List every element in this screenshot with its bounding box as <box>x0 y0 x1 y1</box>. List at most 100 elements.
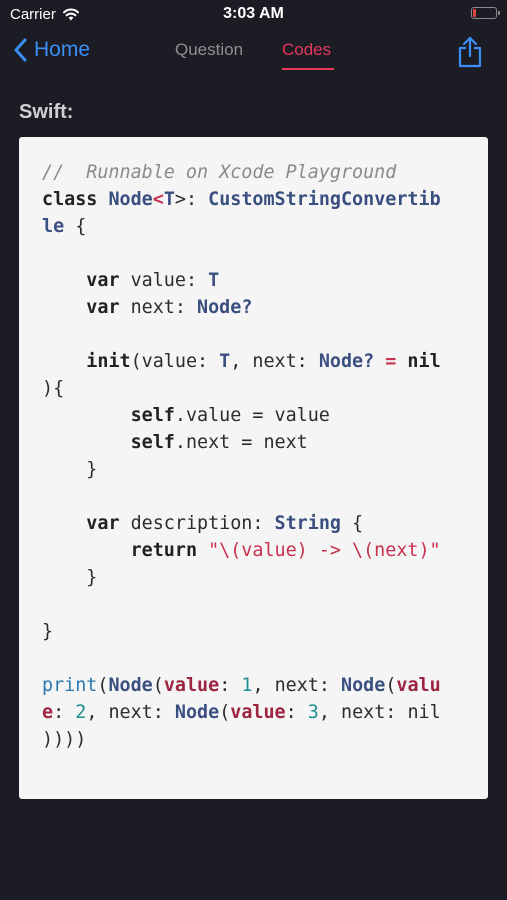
carrier-label: Carrier <box>10 6 56 23</box>
code-token: , next: <box>230 351 319 372</box>
code-line: self.value = value <box>42 405 330 426</box>
code-line: } <box>42 567 97 588</box>
code-token: value: <box>119 270 209 291</box>
code-token: next: <box>119 297 198 318</box>
code-token: ( <box>385 675 397 696</box>
code-token: ( <box>219 702 231 723</box>
code-token: 3 <box>307 702 319 723</box>
code-token <box>42 432 131 453</box>
code-token: class <box>42 189 98 210</box>
code-token: >: <box>174 189 209 210</box>
code-token: , next: nil <box>318 702 441 723</box>
code-token: 1 <box>241 675 253 696</box>
code-line: var value: T <box>42 270 219 291</box>
code-token: e <box>42 702 54 723</box>
wifi-icon <box>62 8 79 21</box>
code-card: // Runnable on Xcode Playground class No… <box>19 137 488 799</box>
tab-question[interactable]: Question <box>175 40 244 59</box>
navigation-bar: Home Question Codes <box>0 30 507 76</box>
code-token: , next: <box>252 675 342 696</box>
code-token: } <box>42 459 98 480</box>
code-token: valu <box>396 675 441 696</box>
back-button[interactable]: Home <box>14 38 90 62</box>
code-line: ){ <box>42 378 64 399</box>
code-token: : <box>53 702 76 723</box>
code-token: description: <box>119 513 275 534</box>
code-token: : <box>219 675 242 696</box>
code-token: < <box>152 189 164 210</box>
code-token <box>197 540 208 561</box>
code-token: Node? <box>197 297 253 318</box>
code-token: T <box>219 351 231 372</box>
code-token: value <box>163 675 220 696</box>
code-token <box>97 189 108 210</box>
code-token: (value: <box>130 351 220 372</box>
code-token: { <box>64 216 87 237</box>
code-line: le { <box>42 216 86 237</box>
code-line: return "\(value) -> \(next)" <box>42 540 441 561</box>
code-block: // Runnable on Xcode Playground class No… <box>42 159 441 753</box>
share-button[interactable] <box>457 36 483 73</box>
code-line: // Runnable on Xcode Playground <box>42 162 396 183</box>
code-line: print(Node(value: 1, next: Node(valu <box>42 675 441 696</box>
code-token: Node <box>108 189 153 210</box>
chevron-left-icon <box>14 38 27 62</box>
code-line: self.next = next <box>42 432 308 453</box>
code-token: String <box>274 513 341 534</box>
code-token: } <box>42 567 98 588</box>
code-token: return <box>130 540 198 561</box>
code-line: } <box>42 621 53 642</box>
code-token: Node <box>108 675 153 696</box>
code-token <box>42 270 86 291</box>
status-time: 3:03 AM <box>223 5 284 22</box>
code-token: "\(value) -> \(next)" <box>208 540 441 561</box>
code-token: = <box>374 351 408 372</box>
code-token: T <box>163 189 175 210</box>
code-token: ( <box>152 675 164 696</box>
code-token: Node <box>174 702 220 723</box>
back-button-label: Home <box>34 38 91 61</box>
code-line: init(value: T, next: Node? = nil <box>42 351 441 372</box>
carrier: Carrier <box>10 6 80 23</box>
code-token: CustomStringConvertib <box>208 189 441 210</box>
code-token <box>42 513 86 534</box>
code-token: // Runnable on Xcode Playground <box>42 162 397 183</box>
code-token: ( <box>97 675 109 696</box>
code-token: nil <box>407 351 441 372</box>
code-token <box>42 540 131 561</box>
code-token: } <box>42 621 54 642</box>
code-line: } <box>42 459 97 480</box>
code-token: T <box>208 270 220 291</box>
code-token: init <box>86 351 131 372</box>
battery-icon <box>471 7 500 19</box>
code-token: le <box>42 216 65 237</box>
code-token: .next = next <box>174 432 308 453</box>
code-token: { <box>340 513 364 534</box>
code-line: )))) <box>42 729 86 750</box>
code-token: Node? <box>318 351 375 372</box>
code-token: value <box>230 702 286 723</box>
language-label: Swift: <box>19 101 74 123</box>
code-token: var <box>86 270 120 291</box>
code-token <box>42 405 131 426</box>
code-token: .value = value <box>174 405 330 426</box>
code-token: self <box>130 432 175 453</box>
code-token: , next: <box>86 702 175 723</box>
code-token <box>42 351 86 372</box>
code-token: ){ <box>42 378 65 399</box>
code-token <box>42 297 86 318</box>
code-token: : <box>285 702 308 723</box>
code-token: self <box>130 405 175 426</box>
code-line: var description: String { <box>42 513 363 534</box>
code-line: var next: Node? <box>42 297 252 318</box>
active-tab-indicator <box>282 68 334 70</box>
status-bar: Carrier 3:03 AM <box>0 0 507 28</box>
code-token: var <box>86 513 120 534</box>
code-line: class Node<T>: CustomStringConvertib <box>42 189 441 210</box>
tab-codes[interactable]: Codes <box>282 40 332 59</box>
share-icon <box>458 36 482 68</box>
code-token: Node <box>341 675 386 696</box>
code-token: var <box>86 297 120 318</box>
code-token: )))) <box>42 729 87 750</box>
code-token: 2 <box>75 702 87 723</box>
